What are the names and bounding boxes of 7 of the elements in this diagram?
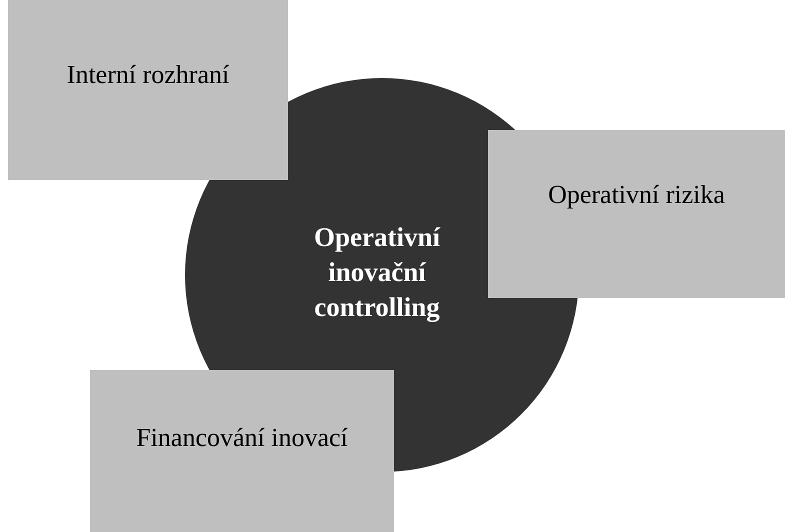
node-label: Operativní rizika <box>547 180 726 210</box>
box-node <box>90 370 394 532</box>
node-label: Interní rozhraní <box>66 60 230 90</box>
box-node <box>8 0 288 180</box>
box-node <box>488 130 785 298</box>
node-title: Operativní inovační controlling <box>313 221 442 324</box>
node-label: Financování inovací <box>135 423 349 453</box>
